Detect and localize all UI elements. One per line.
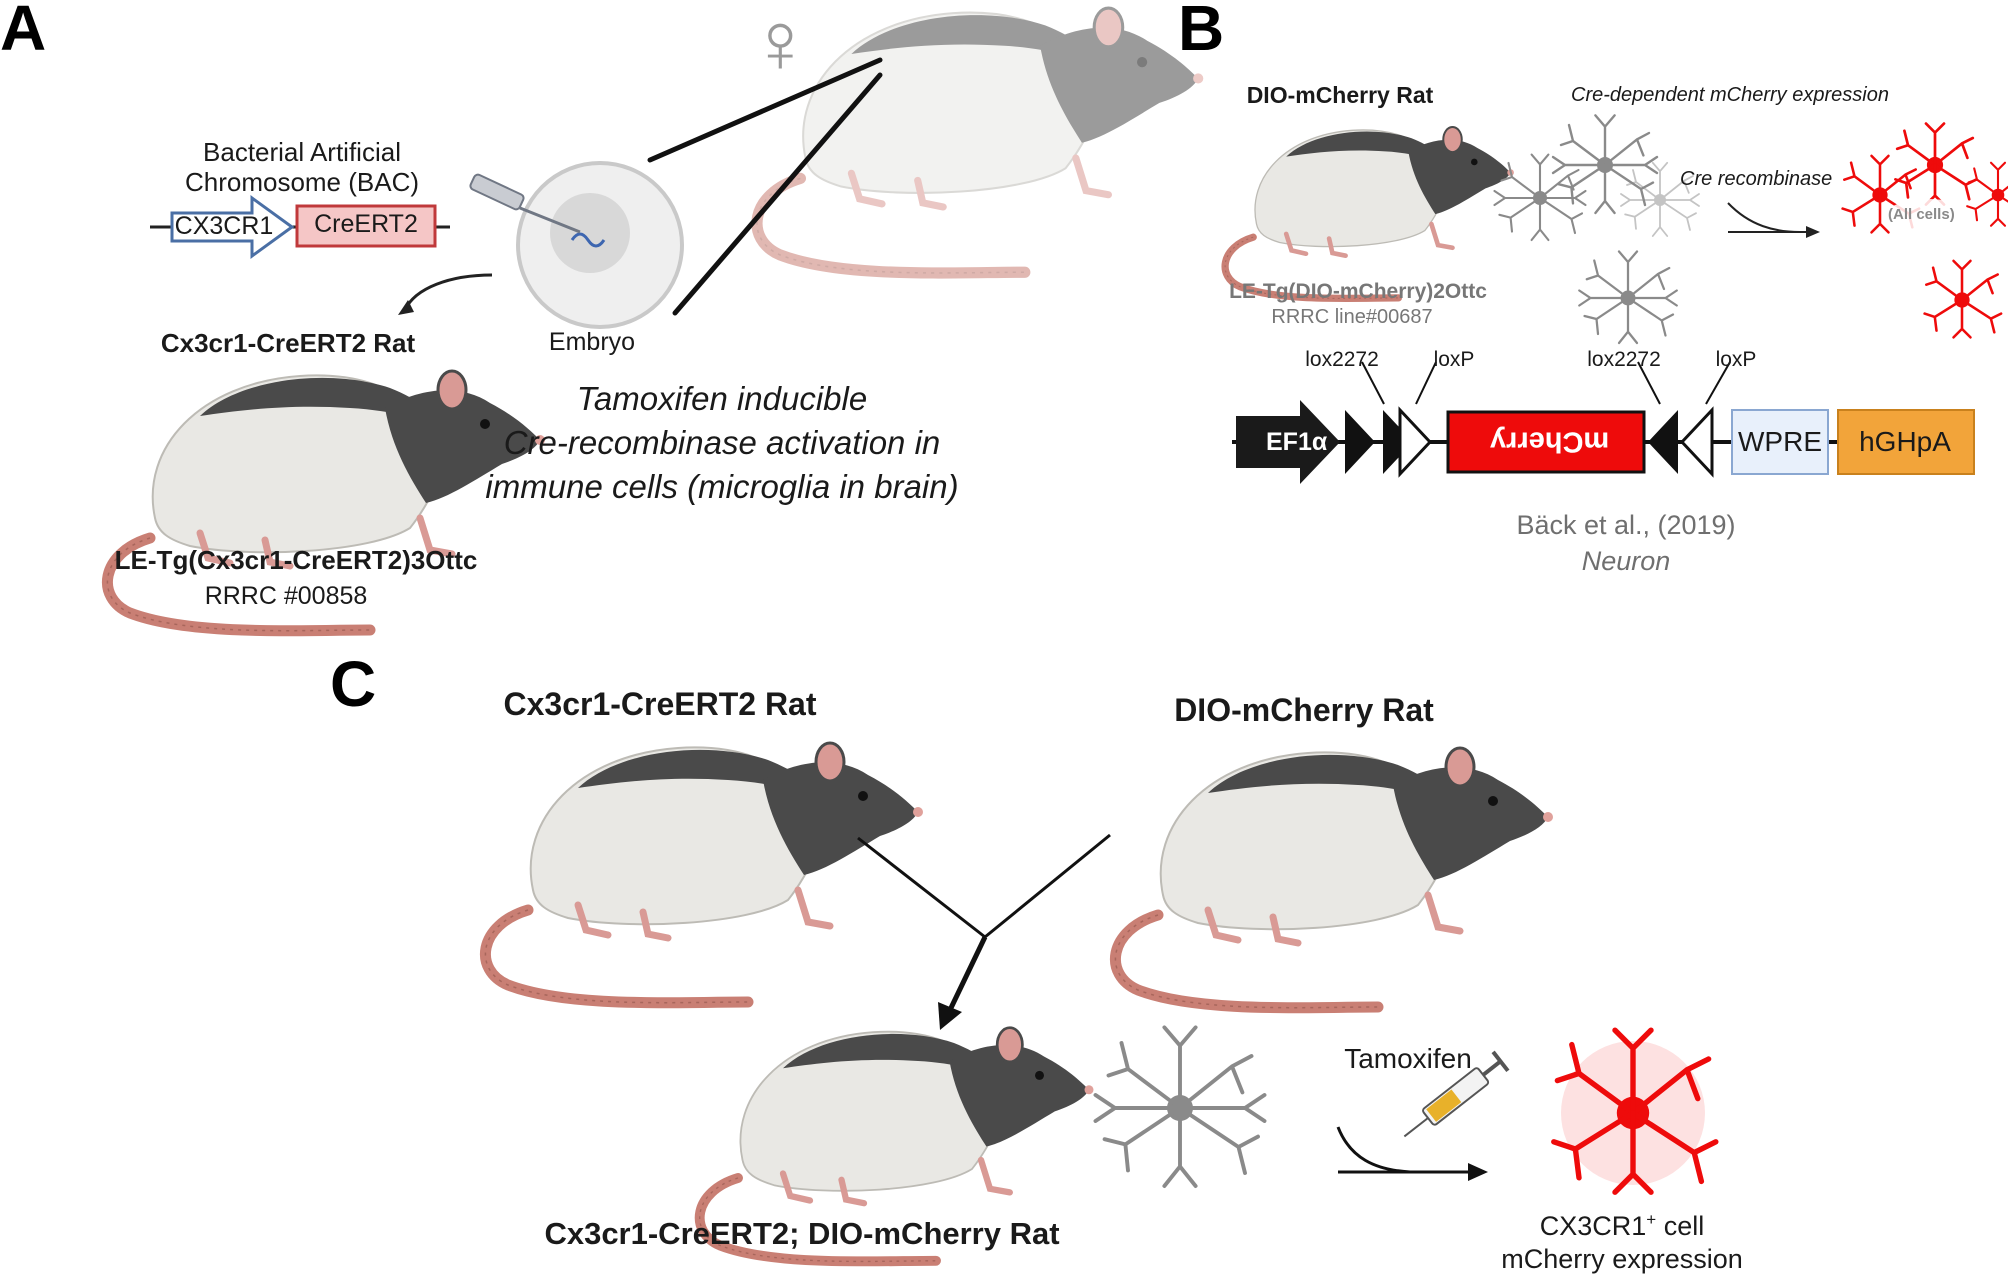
bac-construct (150, 195, 450, 259)
tamoxifen-note-line-2: Cre-recombinase activation in (503, 424, 941, 461)
rat-a-strain: LE-Tg(Cx3cr1-CreERT2)3Ottc (114, 545, 478, 575)
rat-a-title: Cx3cr1-CreERT2 Rat (160, 328, 416, 358)
bac-title-line-2: Chromosome (BAC) (184, 167, 420, 197)
cx3cr1-rat-c (485, 743, 923, 1003)
cre-recombinase-label: Cre recombinase (1680, 168, 1833, 190)
arrow-embryo-to-rat (403, 273, 493, 311)
cre-arrow (1727, 202, 1801, 233)
embryo-label: Embryo (548, 328, 636, 356)
loxp-right-label: loxP (1715, 348, 1757, 371)
tamoxifen-arrow (1336, 1126, 1411, 1174)
mcherry-label: mCherry (1490, 425, 1610, 458)
hghpa-label: hGHpA (1859, 426, 1951, 457)
tamoxifen-label: Tamoxifen (1344, 1043, 1472, 1074)
panel-label-c: C (330, 648, 377, 720)
embryo-dna (570, 232, 606, 248)
tamoxifen-note-line-3: immune cells (microglia in brain) (485, 468, 959, 505)
all-cells-label: (All cells) (1888, 206, 1955, 223)
rat-c-right-title: DIO-mCherry Rat (1174, 692, 1434, 728)
lox2272-left-label: lox2272 (1305, 348, 1379, 371)
rat-b-title: DIO-mCherry Rat (1246, 82, 1434, 108)
rat-b-strain: LE-Tg(DIO-mCherry)2Ottc (1229, 280, 1487, 303)
citation-label: Bäck et al., (2019) (1516, 510, 1736, 540)
bac-title-line-1: Bacterial Artificial (203, 137, 401, 167)
journal-label: Neuron (1581, 546, 1671, 576)
tamoxifen-note-line-1: Tamoxifen inducible (576, 380, 868, 417)
neurons-gray-b (1493, 114, 1700, 345)
wpre-label: WPRE (1738, 426, 1822, 457)
result-line-1: CX3CR1+ cell (1540, 1210, 1705, 1242)
gene-cx3cr1-label: CX3CR1 (174, 212, 274, 240)
gene-creert2-label: CreERT2 (314, 210, 418, 238)
rat-c-left-title: Cx3cr1-CreERT2 Rat (503, 686, 817, 722)
injection-needle (469, 173, 581, 234)
cross-lines-a (647, 57, 883, 316)
result-cx3cr1: CX3CR1 (1539, 1211, 1647, 1241)
result-line-2: mCherry expression (1501, 1244, 1743, 1274)
dio-rat-b (1225, 127, 1514, 298)
result-cell: cell (1656, 1211, 1705, 1241)
result-plus: + (1646, 1210, 1657, 1229)
all-cells-halo (1884, 199, 1972, 235)
female-symbol: ♀ (748, 0, 813, 91)
ef1a-label: EF1α (1266, 428, 1328, 456)
microglia-gray (1093, 1025, 1267, 1188)
rat-a-rrrc: RRRC #00858 (204, 582, 368, 610)
dio-rat-c (1115, 748, 1553, 1008)
offspring-title: Cx3cr1-CreERT2; DIO-mCherry Rat (544, 1216, 1060, 1251)
loxp-left-label: loxP (1433, 348, 1475, 371)
cross-lines-c (857, 833, 1111, 1012)
syringe (1403, 1050, 1510, 1138)
embryo-inner (550, 193, 630, 273)
lox2272-right-label: lox2272 (1587, 348, 1661, 371)
rat-b-rrrc: RRRC line#00687 (1271, 306, 1433, 328)
rat-b-subtitle: Cre-dependent mCherry expression (1571, 84, 1889, 106)
panel-label-b: B (1178, 0, 1225, 64)
cross-arrowhead (938, 1002, 962, 1030)
panel-label-a: A (0, 0, 47, 64)
microglia-red (1554, 1030, 1716, 1192)
dio-construct (1232, 361, 1975, 484)
